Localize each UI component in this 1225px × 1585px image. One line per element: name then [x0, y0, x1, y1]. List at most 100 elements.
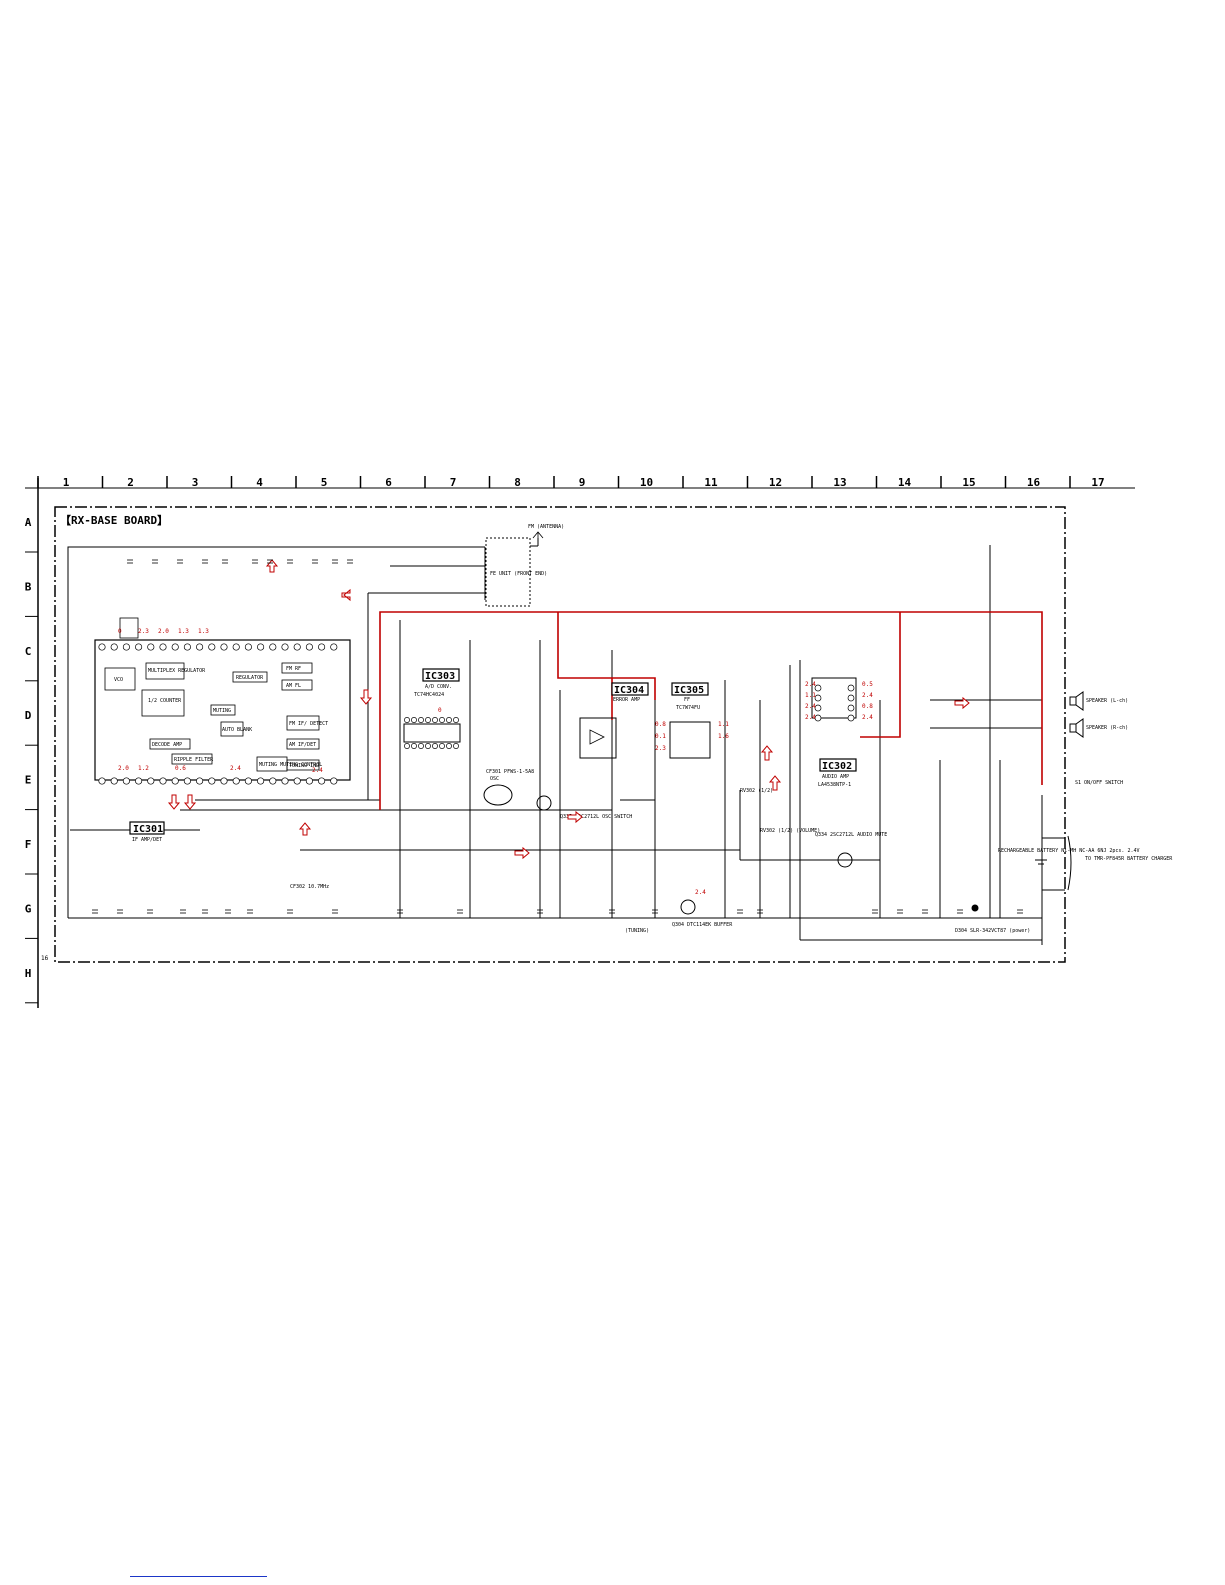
ic301-pin	[220, 643, 228, 651]
signal-flow-arrows	[167, 559, 970, 860]
ic301-pin	[122, 777, 130, 785]
board-title: 【RX-BASE BOARD】	[60, 514, 168, 527]
grid-column-16: 16	[1027, 476, 1041, 489]
ic301-pin	[257, 777, 265, 785]
cf301-label: CF301 PFWS-1-5A8	[486, 769, 534, 775]
block-auto-blank: AUTO BLANK	[222, 727, 252, 733]
ic304-opamp-symbol	[589, 729, 605, 745]
ic303-desc: A/D CONV.	[425, 684, 452, 690]
osc-label: OSC	[490, 776, 499, 782]
ic301-pin	[269, 643, 277, 651]
grid-column-3: 3	[192, 476, 199, 489]
block-counter: 1/2 COUNTER	[148, 698, 182, 704]
speaker-l-label: SPEAKER (L-ch)	[1086, 698, 1128, 704]
ic301-pin	[318, 777, 326, 785]
q335-label: Q335 2SC2712L OSC SWITCH	[560, 814, 632, 820]
ic303-pin	[411, 717, 417, 723]
voltage-reading: 2.4	[805, 703, 816, 710]
ic303-pin	[425, 717, 431, 723]
voltage-reading: 2.4	[805, 681, 816, 688]
cf302-label: CF302 10.7MHz	[290, 884, 329, 890]
ic301-pin	[293, 643, 301, 651]
ic301-pin	[171, 777, 179, 785]
block-multiplex: MULTIPLEX REGULATOR	[148, 668, 206, 674]
voltage-reading: 1.3	[178, 628, 189, 635]
ic301-internal-blocks	[104, 617, 320, 772]
ic301-pin	[293, 777, 301, 785]
cf301-filter-icon	[483, 784, 513, 806]
ic301-label: IC301	[133, 824, 163, 835]
voltage-reading: 2.4	[230, 765, 241, 772]
signal-traces	[379, 611, 1043, 810]
voltage-reading: 2.4	[695, 889, 706, 896]
voltage-reading: 1.6	[718, 733, 729, 740]
ic301-pins-top	[98, 643, 338, 651]
ic303-body	[403, 723, 461, 743]
ic303-pin	[411, 743, 417, 749]
ic302-pin	[847, 704, 855, 712]
grid-column-9: 9	[579, 476, 586, 489]
ic301-pin	[98, 643, 106, 651]
ic303-pin	[446, 743, 452, 749]
ic304-desc: ERROR AMP	[613, 697, 640, 703]
block-vco: VCO	[114, 677, 123, 683]
block-decoder: DECODE AMP	[152, 742, 182, 748]
block-muting: MUTING	[213, 708, 231, 714]
ic302-body	[811, 677, 857, 719]
ic301-pin	[135, 643, 143, 651]
ic301-pin	[330, 777, 338, 785]
charger-bracket	[1067, 835, 1072, 891]
ic305-label: IC305	[674, 685, 704, 696]
ic302-pin	[814, 684, 822, 692]
ic301-pins-bottom	[98, 777, 338, 785]
voltage-reading: 2.4	[312, 767, 323, 774]
voltage-reading: 2.4	[862, 692, 873, 699]
voltage-readings: 2.41.12.42.40.52.40.82.40.80.12.31.11.60…	[118, 628, 873, 896]
ic301-pin	[135, 777, 143, 785]
block-mute-control: MUTING MUTING CONTROL	[259, 762, 322, 768]
board-outline	[54, 506, 1066, 963]
ic301-pin	[208, 777, 216, 785]
wiring	[67, 537, 1065, 945]
ic302-pin	[814, 694, 822, 702]
ic305-tag	[671, 682, 709, 696]
voltage-reading: 0	[118, 628, 122, 635]
ic301-pin	[330, 643, 338, 651]
voltage-reading: 1.1	[718, 721, 729, 728]
ic301-pin	[196, 643, 204, 651]
voltage-reading: 2.3	[655, 745, 666, 752]
ic301-pin	[220, 777, 228, 785]
ic302-label: IC302	[822, 761, 852, 772]
battery-label: RECHARGEABLE BATTERY Ni-MH NC-AA 6NJ 2pc…	[998, 848, 1139, 854]
voltage-reading: 0.8	[655, 721, 666, 728]
grid-column-7: 7	[450, 476, 457, 489]
ic303-pin	[418, 743, 424, 749]
grid-row-G: G	[25, 902, 32, 915]
grid-column-6: 6	[385, 476, 392, 489]
page-link-underline[interactable]	[130, 1576, 267, 1577]
ic304-label: IC304	[614, 685, 644, 696]
ic303-pin	[418, 717, 424, 723]
voltage-reading: 2.3	[138, 628, 149, 635]
ic301-pin	[232, 777, 240, 785]
antenna-icon	[532, 531, 544, 544]
ic302-desc: AUDIO AMP	[822, 774, 849, 780]
ic301-pin	[110, 777, 118, 785]
ic302-pin	[814, 714, 822, 722]
fe-unit-label: FE UNIT (FRONT END)	[490, 571, 547, 577]
ic303-pin	[439, 717, 445, 723]
voltage-reading: 0.5	[862, 681, 873, 688]
ic302-tag	[819, 758, 857, 772]
ic302-pins	[814, 684, 855, 722]
grid-column-12: 12	[769, 476, 782, 489]
grid-row-B: B	[25, 580, 32, 593]
grid-column-17: 17	[1091, 476, 1104, 489]
ic301-pin	[147, 643, 155, 651]
ic304-tag	[611, 682, 649, 696]
q334-label: Q334 2SC2712L AUDIO MUTE	[815, 832, 887, 838]
ic301-pin	[257, 643, 265, 651]
block-regulator: REGULATOR	[236, 675, 264, 681]
grid-row-A: A	[25, 516, 32, 529]
ic301-pin	[269, 777, 277, 785]
